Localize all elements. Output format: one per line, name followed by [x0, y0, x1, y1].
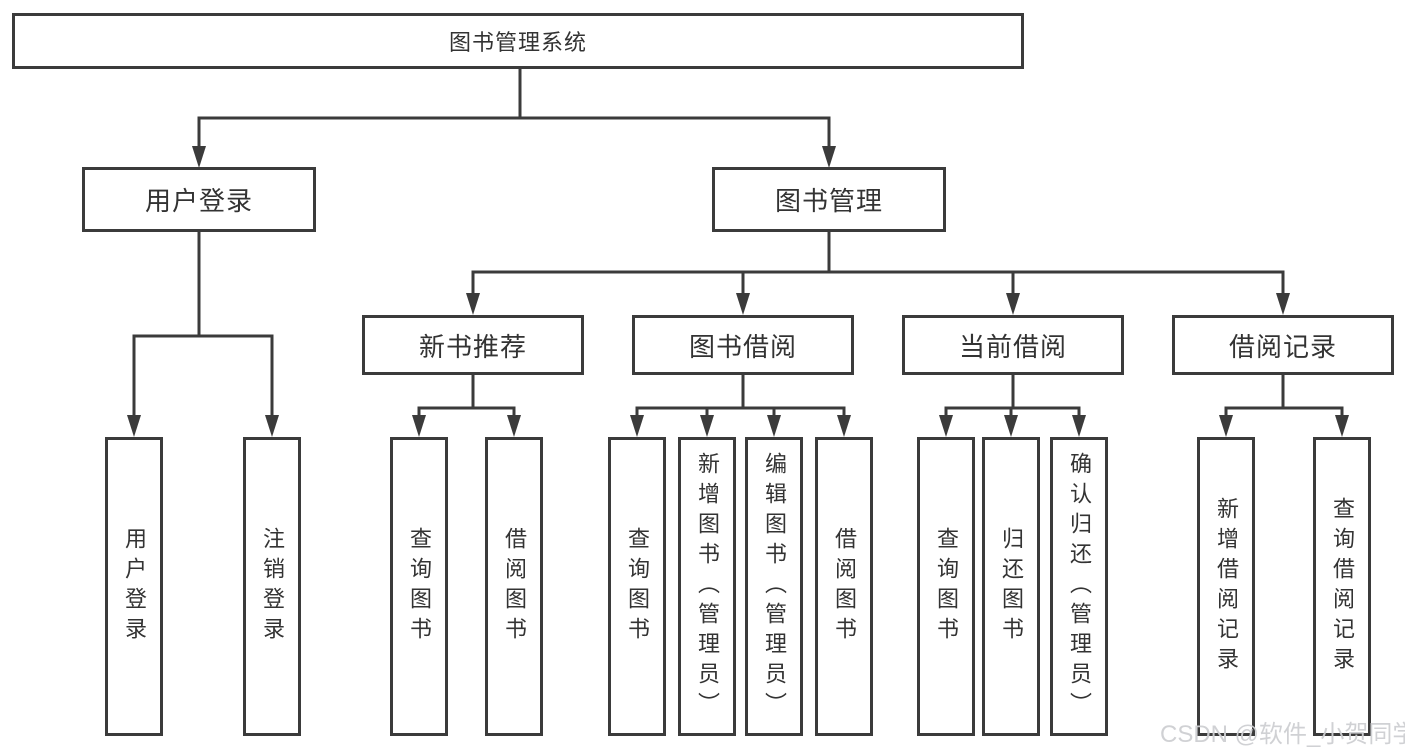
node-book-borrow-label: 图书借阅 — [688, 331, 797, 362]
leaf-borrow-books-label: 借阅图书 — [832, 526, 857, 647]
node-current-borrow-label: 当前借阅 — [958, 331, 1067, 362]
leaf-query-books-current-label: 查询图书 — [934, 526, 959, 647]
node-user-login-label: 用户登录 — [144, 186, 253, 216]
leaf-query-borrow-record-label: 查询借阅记录 — [1330, 496, 1355, 677]
leaf-borrow-books-recommend-label: 借阅图书 — [502, 526, 527, 647]
leaf-return-book: 归还图书 — [982, 437, 1040, 736]
leaf-add-book-admin-label: 新增图书（管理员） — [695, 451, 720, 722]
node-new-book-recommend-label: 新书推荐 — [418, 331, 527, 362]
leaf-user-login-label: 用户登录 — [122, 526, 147, 647]
leaf-query-books-recommend: 查询图书 — [390, 437, 448, 736]
leaf-confirm-return-admin-label: 确认归还（管理员） — [1067, 451, 1092, 722]
leaf-query-borrow-record: 查询借阅记录 — [1313, 437, 1371, 736]
node-library-system-label: 图书管理系统 — [448, 30, 587, 55]
csdn-watermark: CSDN @软件_小贺同学 — [1160, 721, 1405, 747]
leaf-logout-label: 注销登录 — [260, 526, 285, 647]
leaf-add-book-admin: 新增图书（管理员） — [678, 437, 736, 736]
leaf-query-books-recommend-label: 查询图书 — [407, 526, 432, 647]
leaf-borrow-books-recommend: 借阅图书 — [485, 437, 543, 736]
leaf-add-borrow-record-label: 新增借阅记录 — [1214, 496, 1239, 677]
node-current-borrow: 当前借阅 — [902, 315, 1124, 375]
node-borrow-records-label: 借阅记录 — [1228, 331, 1337, 362]
node-user-login: 用户登录 — [82, 167, 316, 232]
node-book-management: 图书管理 — [712, 167, 946, 232]
node-borrow-records: 借阅记录 — [1172, 315, 1394, 375]
leaf-query-books-borrow: 查询图书 — [608, 437, 666, 736]
node-book-borrow: 图书借阅 — [632, 315, 854, 375]
leaf-edit-book-admin-label: 编辑图书（管理员） — [762, 451, 787, 722]
node-library-system: 图书管理系统 — [12, 13, 1024, 69]
leaf-query-books-borrow-label: 查询图书 — [625, 526, 650, 647]
node-book-management-label: 图书管理 — [774, 186, 883, 216]
leaf-edit-book-admin: 编辑图书（管理员） — [745, 437, 803, 736]
leaf-return-book-label: 归还图书 — [999, 526, 1024, 647]
leaf-borrow-books: 借阅图书 — [815, 437, 873, 736]
leaf-logout: 注销登录 — [243, 437, 301, 736]
leaf-user-login: 用户登录 — [105, 437, 163, 736]
leaf-query-books-current: 查询图书 — [917, 437, 975, 736]
leaf-add-borrow-record: 新增借阅记录 — [1197, 437, 1255, 736]
node-new-book-recommend: 新书推荐 — [362, 315, 584, 375]
leaf-confirm-return-admin: 确认归还（管理员） — [1050, 437, 1108, 736]
